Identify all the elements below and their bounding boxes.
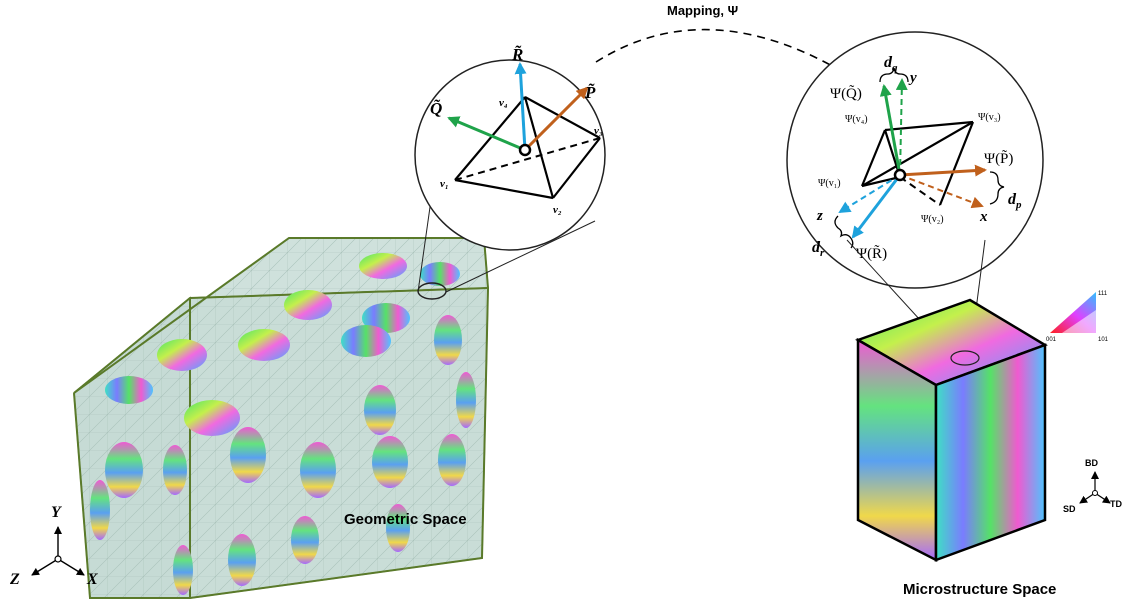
zoom-origin-micro: [950, 350, 980, 366]
label-psi-p: Ψ(P̃): [984, 150, 1013, 167]
cube-right-face: [934, 343, 1047, 562]
label-psi-r: Ψ(R̃): [856, 245, 887, 262]
ipf-label-111: 111: [1098, 291, 1108, 297]
label-dr: dr: [812, 239, 825, 259]
label-dp: dp: [1008, 191, 1022, 211]
label-dq: dq: [884, 54, 898, 74]
mapping-label: Mapping, Ψ: [667, 3, 738, 18]
vector-psi-r: [851, 174, 902, 239]
tetrahedron-zoom: R̃ Q̃ P̃ v₄ v₃ v₁ v₂: [414, 45, 606, 251]
ipf-label-101: 101: [1098, 337, 1109, 343]
label-y-local: y: [908, 70, 917, 86]
label-x-local: x: [979, 209, 988, 225]
brace-dq: [879, 67, 909, 83]
label-bd: BD: [1085, 458, 1098, 468]
microstructure-space-label: Microstructure Space: [903, 581, 1056, 598]
ipf-label-001: 001: [1046, 337, 1057, 343]
xyz-axes-triad: Y X Z: [9, 504, 98, 588]
sample-axes-triad: BD TD SD: [1063, 458, 1122, 514]
zoom-circle-left: [414, 59, 606, 251]
label-psi-v3: Ψ(v₃): [978, 112, 1001, 123]
label-p: P̃: [584, 83, 596, 102]
axis-y-local: [895, 78, 908, 176]
vector-psi-p: [899, 164, 987, 177]
axis-x-local: [899, 174, 984, 209]
microstructure-cube: [855, 298, 1048, 563]
label-td: TD: [1110, 499, 1122, 509]
grain-patches-top: [105, 253, 460, 436]
grain-patches-side: [228, 315, 476, 586]
label-sd: SD: [1063, 504, 1076, 514]
vector-r: [514, 62, 527, 151]
label-v1: v₁: [440, 178, 449, 190]
label-y-global: Y: [51, 504, 62, 521]
geometric-box: [73, 237, 490, 599]
label-v3: v₃: [594, 125, 603, 137]
vector-q: [447, 116, 526, 152]
label-x-global: X: [86, 571, 98, 588]
zoom-circle-right: [786, 31, 1044, 289]
brace-dr: [834, 215, 854, 249]
axis-z-local: [838, 174, 901, 214]
mapped-tetrahedron-zoom: Ψ(Q̃) Ψ(P̃) Ψ(R̃) Ψ(v₄) Ψ(v₃) Ψ(v₁) Ψ(v₂…: [786, 31, 1044, 289]
label-r: R̃: [511, 45, 523, 64]
label-v4: v₄: [499, 97, 508, 109]
grain-patches-front: [90, 442, 193, 595]
ipf-color-key: 111 001 101: [1046, 291, 1109, 343]
label-psi-v4: Ψ(v₄): [845, 114, 868, 125]
vector-psi-q: [879, 84, 902, 176]
label-z-local: z: [816, 208, 823, 224]
mapping-arrow: [595, 28, 854, 79]
label-z-global: Z: [9, 571, 20, 588]
label-v2: v₂: [553, 204, 562, 216]
vector-p: [523, 86, 589, 152]
brace-dp: [989, 171, 1005, 205]
label-psi-q: Ψ(Q̃): [830, 85, 862, 102]
geometric-space-label: Geometric Space: [344, 511, 467, 528]
label-q: Q̃: [430, 99, 442, 118]
label-psi-v1: Ψ(v₁): [818, 178, 841, 189]
centroid-right: [893, 168, 907, 182]
label-psi-v2: Ψ(v₂): [921, 214, 944, 225]
centroid-left: [518, 143, 532, 157]
